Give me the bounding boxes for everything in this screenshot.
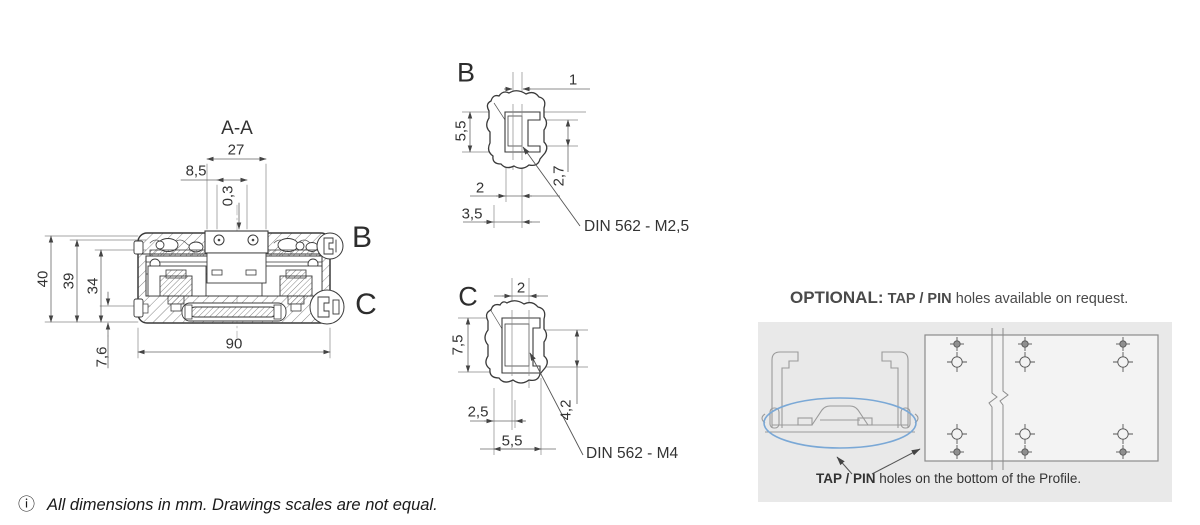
- optional-heading-emphasis: TAP / PIN: [887, 291, 952, 307]
- detail-c-nut-channel: [504, 323, 530, 367]
- detail-b-dim-2-7: 2,7: [550, 165, 568, 187]
- highlight-ellipse: [763, 397, 917, 449]
- detail-c-dim-7-5: 7,5: [449, 334, 467, 356]
- detail-b-callout-leader: [522, 146, 581, 227]
- detail-b-marker-circle: [316, 232, 344, 260]
- footnote-text: All dimensions in mm. Drawings scales ar…: [47, 496, 438, 514]
- detail-c-dim-5-5: 5,5: [501, 432, 523, 450]
- dim-8-5: 8,5: [185, 162, 207, 180]
- detail-b-marker-label: B: [351, 221, 373, 254]
- optional-heading-prefix: OPTIONAL:: [790, 288, 884, 307]
- dim-90: 90: [225, 335, 243, 353]
- dim-34: 34: [84, 277, 102, 295]
- detail-b-dimension-lines: [463, 86, 590, 225]
- footnote: ⓘ All dimensions in mm. Drawings scales a…: [18, 490, 438, 515]
- detail-c-dim-2-5: 2,5: [467, 403, 489, 421]
- optional-plate-drawing: [924, 328, 1159, 470]
- info-icon: ⓘ: [18, 495, 35, 514]
- optional-heading: OPTIONAL: TAP / PIN holes available on r…: [790, 288, 1128, 308]
- optional-panel-linework: [758, 322, 1172, 502]
- optional-profile-drawing: [761, 351, 919, 433]
- detail-c-callout: DIN 562 - M4: [586, 445, 679, 462]
- dim-39: 39: [60, 272, 78, 290]
- dim-40: 40: [34, 270, 52, 288]
- detail-b-linework: [462, 72, 590, 228]
- optional-caption-suffix: holes on the bottom of the Profile.: [879, 471, 1082, 486]
- detail-c-label: C: [458, 281, 478, 312]
- profile-section-body: [133, 230, 331, 324]
- optional-caption: TAP / PIN holes on the bottom of the Pro…: [816, 471, 1081, 486]
- detail-c-dim-2: 2: [516, 279, 526, 297]
- detail-c-linework: [458, 278, 588, 456]
- optional-caption-emphasis: TAP / PIN: [816, 471, 876, 486]
- detail-b-label: B: [456, 57, 476, 88]
- detail-c-dimension-lines: [465, 293, 580, 452]
- detail-c-dim-4-2: 4,2: [557, 399, 575, 421]
- dim-0-3: 0,3: [219, 185, 237, 207]
- detail-b-nut-channel: [507, 115, 523, 147]
- section-title: A-A: [221, 118, 253, 139]
- break-line: [999, 328, 1009, 470]
- detail-c-marker-label: C: [355, 288, 377, 321]
- detail-c-callout-leader: [529, 352, 584, 456]
- section-aa-extension-lines: [44, 163, 331, 359]
- detail-b-dim-2: 2: [475, 179, 485, 197]
- dim-7-6: 7,6: [93, 346, 111, 368]
- dim-27: 27: [227, 141, 245, 159]
- detail-b-dim-5-5: 5,5: [452, 120, 470, 142]
- tap-pin-holes: [947, 337, 1133, 459]
- section-aa-dimension-lines: [48, 156, 331, 369]
- section-aa-linework: [44, 156, 345, 369]
- break-line: [988, 328, 998, 470]
- caption-leader-arrows: [836, 448, 921, 475]
- detail-b-dim-3-5: 3,5: [461, 205, 483, 223]
- detail-b-dim-1: 1: [568, 71, 578, 89]
- detail-c-marker-circle: [309, 289, 345, 325]
- detail-b-callout: DIN 562 - M2,5: [584, 218, 690, 235]
- optional-heading-suffix: holes available on request.: [955, 291, 1129, 307]
